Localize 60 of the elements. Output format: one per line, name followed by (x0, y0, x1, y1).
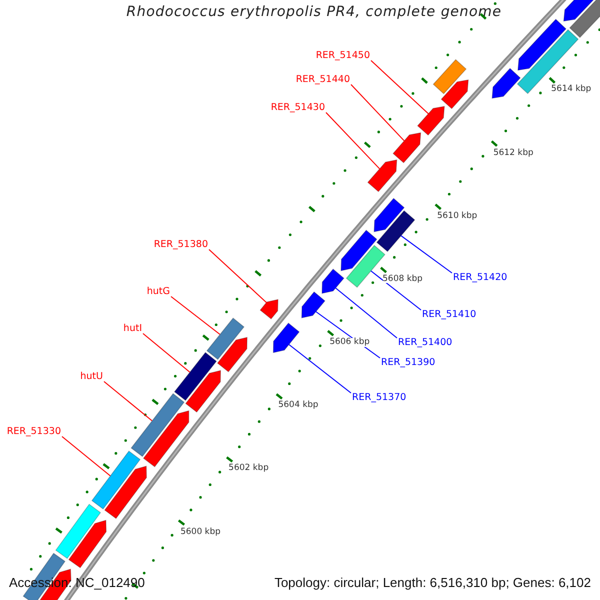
gene-block (130, 393, 185, 458)
gene-block (91, 450, 141, 510)
scale-label: 5614 kbp (551, 85, 592, 94)
gene-symbol (367, 159, 398, 192)
gene-label: RER_51380 (154, 240, 208, 250)
gene-symbol (301, 291, 326, 318)
gene-symbol (260, 299, 278, 320)
gene-symbol (392, 132, 422, 164)
gene-symbol (104, 466, 147, 520)
genome-summary: Topology: circular; Length: 6,516,310 bp; Genes: 6,102 (274, 576, 591, 589)
leader-line (326, 112, 380, 170)
leader-line (400, 235, 452, 274)
gene-label: RER_51330 (6, 427, 61, 436)
scale-label: 5604 kbp (278, 401, 318, 410)
scale-label: 5606 kbp (330, 338, 370, 347)
leader-line (288, 344, 352, 394)
gene-label: RER_51430 (270, 103, 325, 112)
gene-label: hutG (146, 287, 170, 296)
gene-symbol (322, 268, 344, 294)
gene-block (376, 210, 416, 252)
gene-symbol (216, 336, 248, 372)
leader-line (62, 436, 111, 476)
leader-line (104, 381, 152, 422)
gene-label: RER_51450 (316, 51, 370, 60)
gene-block (432, 59, 467, 94)
gene-block (569, 0, 600, 38)
gene-symbol (142, 410, 190, 468)
gene-label: RER_51400 (398, 338, 452, 348)
gene-symbol (517, 18, 567, 71)
gene-symbol (492, 68, 521, 99)
gene-label: RER_51410 (422, 310, 476, 320)
leader-line (208, 249, 267, 303)
gene-symbol (374, 198, 405, 232)
leader-line (350, 84, 405, 142)
gene-symbol (440, 79, 469, 110)
gene-label: RER_51420 (453, 273, 508, 282)
gene-symbol (185, 370, 221, 413)
gene-label: RER_51390 (381, 358, 436, 368)
gene-block (206, 318, 245, 360)
gene-label: hutI (123, 324, 142, 334)
scale-label: 5600 kbp (180, 528, 221, 536)
gene-symbol (68, 520, 107, 568)
leader-line (335, 288, 398, 338)
gene-label: hutU (80, 372, 103, 382)
gene-block (174, 352, 217, 401)
gene-symbol (417, 106, 445, 136)
leader-line (370, 60, 429, 114)
accession-label: Accession: NC_012490 (9, 576, 145, 589)
gene-label: RER_51440 (296, 75, 350, 84)
scale-label: 5602 kbp (228, 464, 269, 473)
leader-line (170, 296, 220, 335)
gene-label: RER_51370 (352, 393, 406, 402)
scale-label: 5612 kbp (493, 148, 534, 158)
gene-symbol (272, 322, 300, 354)
title: Rhodococcus erythropolis PR4, complete genome (125, 5, 503, 19)
leader-line (370, 270, 422, 310)
gene-block (55, 504, 102, 559)
gene-symbol (340, 230, 378, 272)
scale-label: 5610 kbp (437, 212, 478, 220)
scale-label: 5608 kbp (382, 274, 423, 284)
